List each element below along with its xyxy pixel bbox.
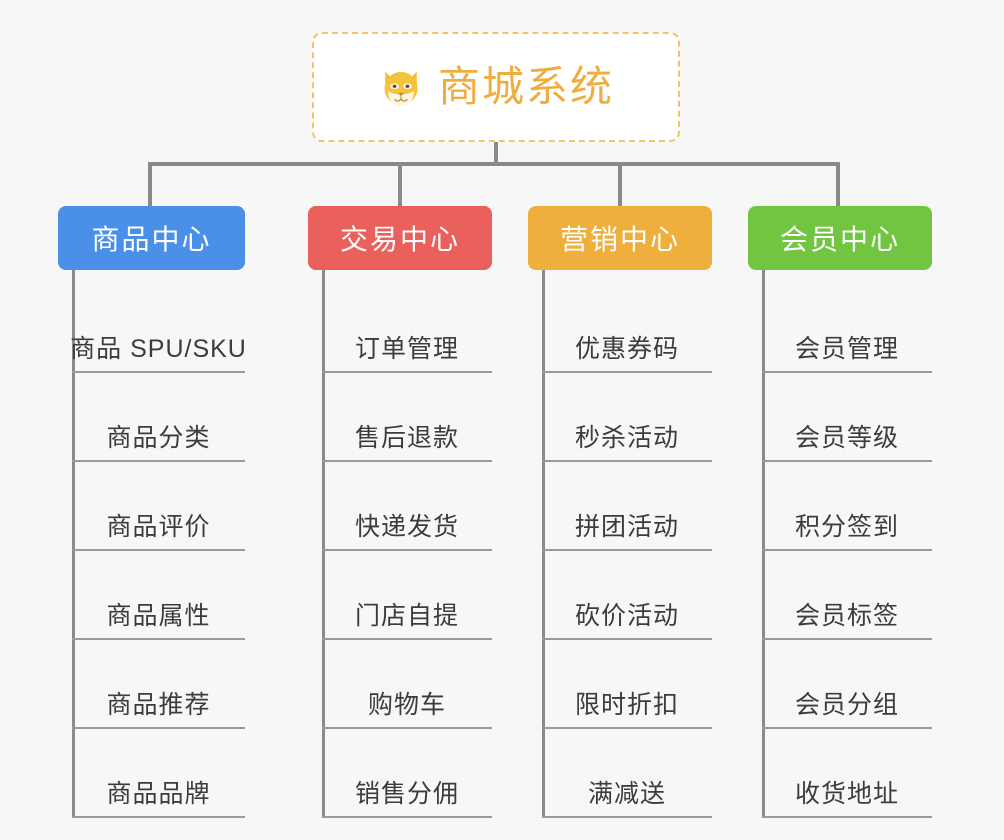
shiba-dog-icon (384, 71, 418, 106)
leaf-label: 销售分佣 (354, 780, 459, 808)
leaf-item[interactable]: 优惠券码 (542, 284, 712, 373)
leaf-label: 商品 SPU/SKU (70, 335, 247, 363)
leaf-item[interactable]: 销售分佣 (322, 729, 492, 818)
leaf-label: 快递发货 (354, 513, 459, 541)
connector-root-stem (494, 142, 498, 164)
leaf-label: 会员管理 (794, 335, 899, 363)
leaf-item[interactable]: 满减送 (542, 729, 712, 818)
leaf-item[interactable]: 门店自提 (322, 551, 492, 640)
root-node-title: 商城系统 (437, 63, 614, 110)
leaf-item[interactable]: 订单管理 (322, 284, 492, 373)
leaf-label: 积分签到 (794, 513, 899, 541)
leaf-item[interactable]: 会员分组 (762, 640, 932, 729)
column-rail (542, 270, 545, 818)
connector-drop-2 (398, 162, 402, 206)
leaf-item[interactable]: 快递发货 (322, 462, 492, 551)
leaf-list: 优惠券码 秒杀活动 拼团活动 砍价活动 限时折扣 满减送 (542, 270, 712, 818)
leaf-label: 满减送 (587, 780, 666, 808)
leaf-item[interactable]: 商品评价 (72, 462, 245, 551)
leaf-label: 商品属性 (106, 602, 211, 630)
leaf-item[interactable]: 会员等级 (762, 373, 932, 462)
leaf-label: 收货地址 (794, 780, 899, 808)
connector-horizontal-bus (148, 162, 840, 166)
root-node-mall-system[interactable]: 商城系统 (312, 32, 680, 142)
leaf-item[interactable]: 收货地址 (762, 729, 932, 818)
connector-drop-1 (148, 162, 152, 206)
category-header-label: 交易中心 (339, 224, 460, 255)
category-column-product: 商品中心 商品 SPU/SKU 商品分类 商品评价 商品属性 商品推荐 商品品牌 (58, 206, 247, 818)
leaf-label: 会员分组 (794, 691, 899, 719)
leaf-list: 订单管理 售后退款 快递发货 门店自提 购物车 销售分佣 (322, 270, 492, 818)
leaf-item[interactable]: 售后退款 (322, 373, 492, 462)
leaf-item[interactable]: 购物车 (322, 640, 492, 729)
leaf-list: 会员管理 会员等级 积分签到 会员标签 会员分组 收货地址 (762, 270, 932, 818)
leaf-list: 商品 SPU/SKU 商品分类 商品评价 商品属性 商品推荐 商品品牌 (70, 270, 247, 818)
leaf-label: 门店自提 (354, 602, 459, 630)
category-header-trade[interactable]: 交易中心 (308, 206, 492, 270)
category-header-product[interactable]: 商品中心 (58, 206, 245, 270)
leaf-label: 商品推荐 (106, 691, 211, 719)
leaf-item[interactable]: 商品品牌 (72, 729, 245, 818)
leaf-item[interactable]: 商品推荐 (72, 640, 245, 729)
leaf-label: 限时折扣 (574, 691, 679, 719)
leaf-label: 会员等级 (794, 424, 899, 452)
category-header-label: 会员中心 (779, 224, 900, 255)
column-rail (762, 270, 765, 818)
category-header-marketing[interactable]: 营销中心 (528, 206, 712, 270)
leaf-label: 购物车 (367, 691, 446, 719)
leaf-item[interactable]: 商品分类 (72, 373, 245, 462)
category-column-marketing: 营销中心 优惠券码 秒杀活动 拼团活动 砍价活动 限时折扣 满减送 (528, 206, 712, 818)
leaf-label: 售后退款 (354, 424, 459, 452)
leaf-item[interactable]: 秒杀活动 (542, 373, 712, 462)
category-column-trade: 交易中心 订单管理 售后退款 快递发货 门店自提 购物车 销售分佣 (308, 206, 492, 818)
leaf-label: 会员标签 (794, 602, 899, 630)
leaf-item[interactable]: 会员管理 (762, 284, 932, 373)
leaf-label: 拼团活动 (574, 513, 679, 541)
leaf-label: 商品分类 (106, 424, 211, 452)
connector-drop-4 (836, 162, 840, 206)
leaf-item[interactable]: 商品属性 (72, 551, 245, 640)
leaf-item[interactable]: 拼团活动 (542, 462, 712, 551)
category-header-label: 商品中心 (91, 224, 212, 255)
leaf-item[interactable]: 砍价活动 (542, 551, 712, 640)
leaf-label: 商品评价 (106, 513, 211, 541)
column-rail (72, 270, 75, 818)
leaf-item[interactable]: 积分签到 (762, 462, 932, 551)
leaf-item[interactable]: 会员标签 (762, 551, 932, 640)
leaf-label: 商品品牌 (106, 780, 211, 808)
leaf-item[interactable]: 商品 SPU/SKU (70, 284, 247, 373)
connector-drop-3 (618, 162, 622, 206)
category-header-label: 营销中心 (559, 224, 680, 255)
column-rail (322, 270, 325, 818)
leaf-label: 订单管理 (354, 335, 459, 363)
category-header-member[interactable]: 会员中心 (748, 206, 932, 270)
leaf-label: 秒杀活动 (574, 424, 679, 452)
leaf-label: 优惠券码 (574, 335, 679, 363)
category-column-member: 会员中心 会员管理 会员等级 积分签到 会员标签 会员分组 收货地址 (748, 206, 932, 818)
leaf-label: 砍价活动 (574, 602, 679, 630)
leaf-item[interactable]: 限时折扣 (542, 640, 712, 729)
